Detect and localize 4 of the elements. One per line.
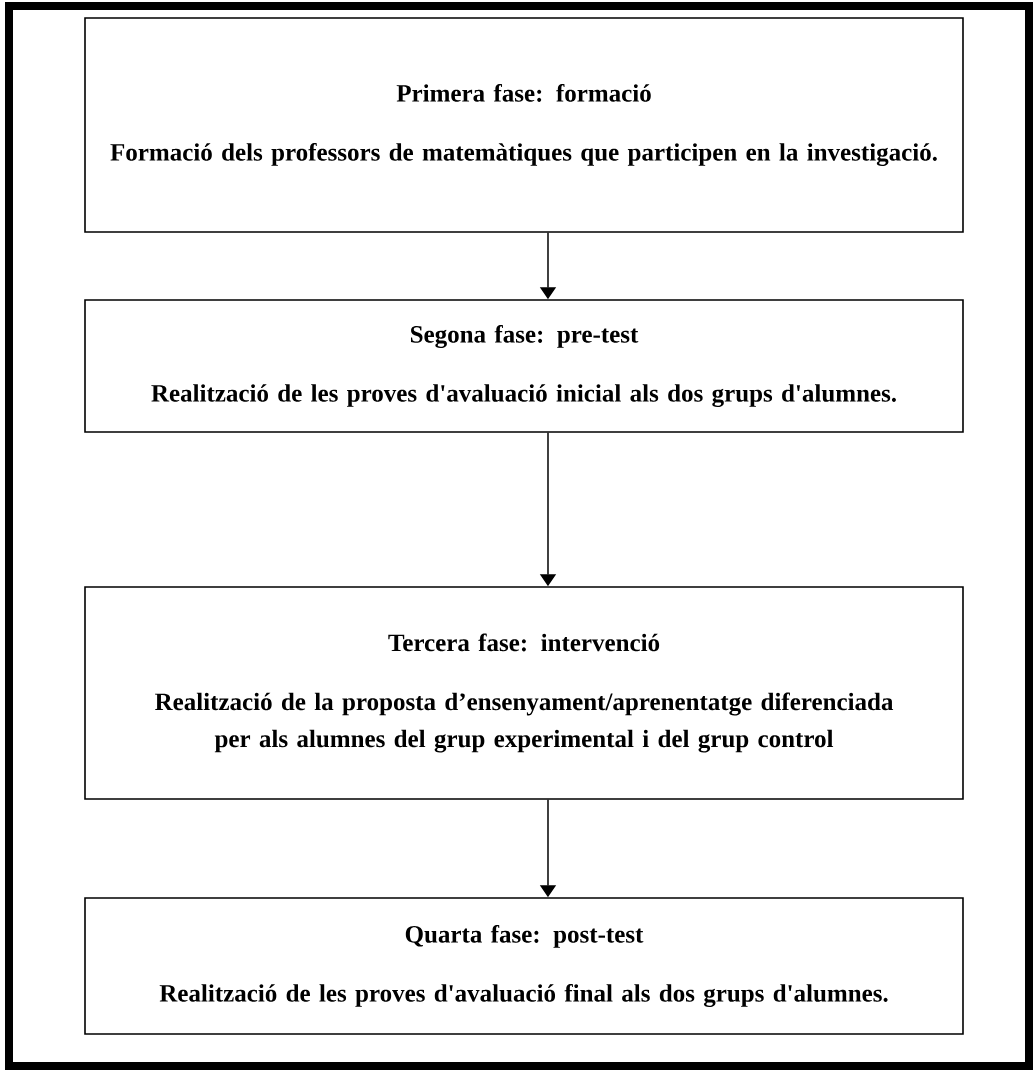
phase-box: Segona fase: pre-test Realització de les proves d'avaluació inicial als dos grups d'alumnes. [84, 299, 964, 433]
phase-box: Quarta fase: post-test Realització de les proves d'avaluació final als dos grups d'alumnes. [84, 897, 964, 1035]
phase-box: Primera fase: formació Formació dels professors de matemàtiques que participen en la investigació. [84, 17, 964, 233]
phase-box: Tercera fase: intervenció Realització de la proposta d’ensenyament/aprenentatge diferenciada per als alumnes del grup experimental i del grup control [84, 586, 964, 800]
